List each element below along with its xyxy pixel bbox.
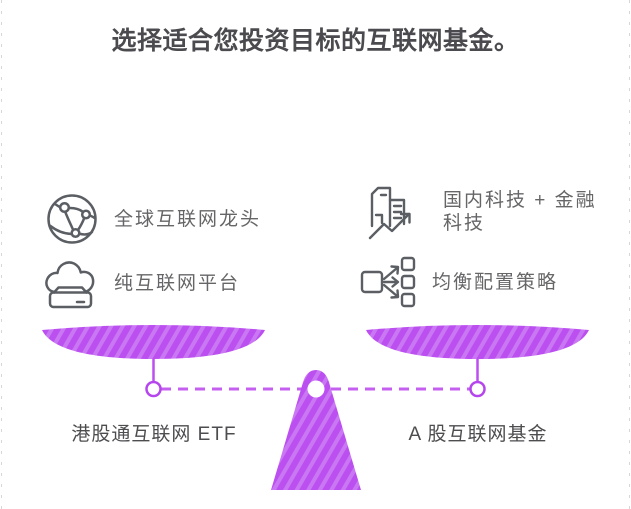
feature-item-balanced-allocation: 均衡配置策略	[360, 256, 558, 308]
right-pan-label: A 股互联网基金	[408, 424, 548, 445]
globe-network-icon	[45, 192, 99, 246]
page-edge-dash-left	[1, 0, 2, 509]
left-pan-connector-dot	[145, 380, 162, 398]
page-title: 选择适合您投资目标的互联网基金。	[111, 27, 520, 55]
right-pan-connector-dot	[469, 380, 486, 398]
feature-label: 纯互联网平台	[114, 273, 241, 294]
cloud-server-icon	[42, 255, 99, 312]
page-edge-dash-right	[629, 0, 630, 509]
left-pan	[42, 325, 265, 359]
feature-item-pure-internet-platform: 纯互联网平台	[42, 255, 240, 312]
feature-label: 国内科技 + 金融科技	[443, 190, 597, 234]
feature-label: 全球互联网龙头	[114, 208, 262, 230]
fulcrum-pivot-hole	[307, 380, 325, 398]
fulcrum	[271, 370, 361, 490]
feature-item-domestic-tech-fintech: 国内科技 + 金融科技	[364, 184, 601, 240]
right-pan	[366, 325, 589, 359]
feature-item-global-internet: 全球互联网龙头	[45, 192, 261, 246]
left-pan-label: 港股通互联网 ETF	[71, 424, 237, 445]
allocation-arrows-icon	[360, 256, 417, 308]
feature-label: 均衡配置策略	[432, 271, 559, 293]
buildings-growth-icon	[364, 184, 428, 240]
